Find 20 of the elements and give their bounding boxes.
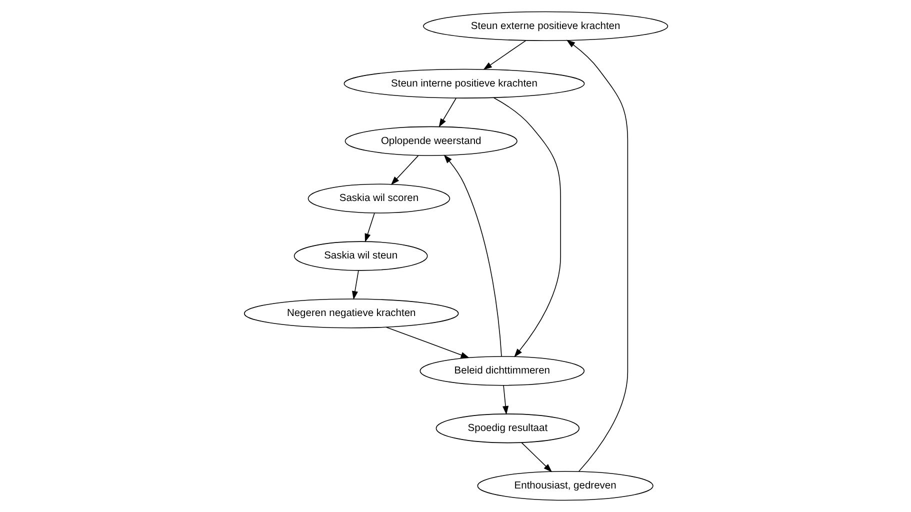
arrow (482, 40, 526, 70)
arrow (566, 40, 628, 472)
node-ellipse: Spoedig resultaat (435, 414, 580, 444)
arrow (438, 98, 456, 128)
node-ellipse: Saskia wil steun (293, 241, 428, 271)
node-ellipse: Saskia wil scoren (307, 184, 450, 214)
arrow (493, 97, 560, 358)
arrow (351, 270, 358, 300)
node-ellipse: Steun interne positieve krachten (343, 68, 584, 98)
arrow (520, 442, 552, 472)
node-ellipse: Enthousiast, gedreven (476, 471, 653, 501)
node-ellipse: Beleid dichttimmeren (419, 356, 584, 386)
arrow (502, 385, 508, 415)
node-ellipse: Steun externe positieve krachten (422, 11, 668, 41)
node-ellipse: Negeren negatieve krachten (243, 298, 458, 328)
arrow (390, 155, 418, 185)
node-ellipse: Oplopende weerstand (344, 126, 517, 156)
arrow (385, 326, 470, 358)
arrow (364, 212, 374, 242)
arrow (443, 154, 502, 357)
